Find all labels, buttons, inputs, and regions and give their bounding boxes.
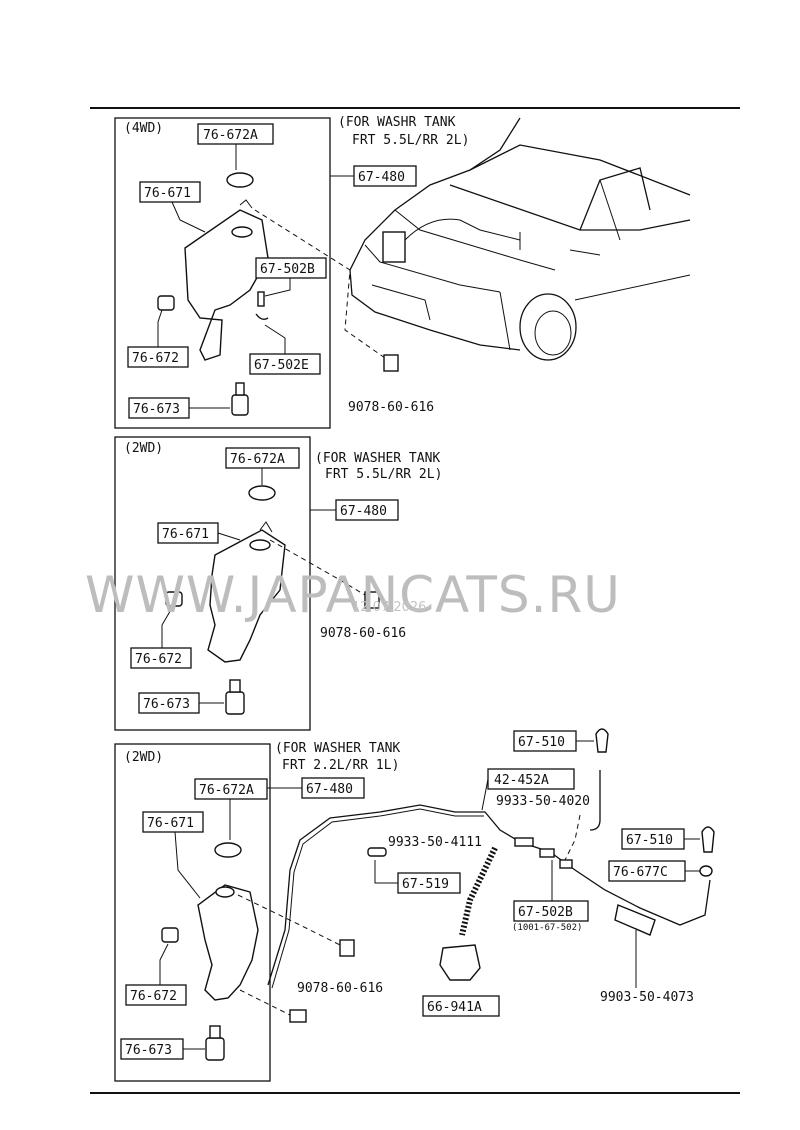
part-number-joint: 42-452A — [494, 773, 549, 788]
part-number-tank: 76-671 — [162, 527, 209, 542]
sensor-part — [157, 295, 175, 311]
part-number-hose-b: 67-502B — [260, 262, 315, 277]
washer-tank-2wd-a — [207, 529, 286, 663]
pump-motor-part — [225, 691, 245, 715]
part-number-motor: 76-673 — [125, 1043, 172, 1058]
nozzle-right-part — [701, 826, 715, 853]
check-valve-part — [699, 865, 713, 877]
part-number-sensor: 76-672 — [130, 989, 177, 1004]
bolt-part — [339, 939, 355, 957]
part-number-sensor: 76-672 — [135, 652, 182, 667]
part-number-hose-e: 67-502E — [254, 358, 309, 373]
tank-in-vehicle — [382, 231, 406, 263]
part-number-sensor: 76-672 — [132, 351, 179, 366]
nozzle-top-part — [595, 728, 609, 753]
washer-tank-4wd — [184, 209, 269, 361]
note-line-2: FRT 2.2L/RR 1L) — [282, 758, 399, 773]
note-line-1: (FOR WASHER TANK — [275, 741, 400, 756]
washer-tank-2wd-b — [197, 884, 259, 1001]
variant-label: (2WD) — [124, 441, 163, 456]
part-number-hose-502b: 67-502B — [518, 905, 573, 920]
part-number-clip-519: 67-519 — [402, 877, 449, 892]
part-number-nozzle-right: 67-510 — [626, 833, 673, 848]
part-note-hose-502b: (1001-67-502) — [512, 923, 582, 933]
note-line-2: FRT 5.5L/RR 2L) — [352, 133, 469, 148]
part-number-bolt: 9078-60-616 — [320, 626, 406, 641]
section-2wd-b: (2WD) (FOR WASHER TANK FRT 2.2L/RR 1L) 7… — [114, 741, 400, 1082]
watermark: WWW.JAPANCATS.RU — [85, 566, 621, 624]
part-number-tank: 76-671 — [144, 186, 191, 201]
variant-label: (4WD) — [124, 121, 163, 136]
section-2wd-b-frame — [114, 743, 271, 1082]
clip-941-part — [439, 944, 481, 981]
part-number-cap: 76-672A — [203, 128, 258, 143]
part-label-sensor[interactable] — [130, 647, 192, 669]
note-line-1: (FOR WASHER TANK — [315, 451, 440, 466]
part-number-hose-middle: 9933-50-4111 — [388, 835, 482, 850]
sensor-part — [165, 591, 183, 607]
washer-hose — [267, 804, 711, 986]
note-line-1: (FOR WASHR TANK — [338, 115, 456, 130]
part-number-assembly: 67-480 — [340, 504, 387, 519]
section-4wd: (4WD) (FOR WASHR TANK FRT 5.5L/RR 2L) 76… — [114, 115, 469, 429]
part-label-tank[interactable] — [142, 811, 204, 833]
cap-part — [248, 485, 276, 501]
sub-watermark: 12.07.2026 — [352, 600, 426, 615]
part-number-cap: 76-672A — [230, 452, 285, 467]
part-number-motor: 76-673 — [133, 402, 180, 417]
sensor-part — [161, 927, 179, 943]
part-number-hose-lower: 9903-50-4073 — [600, 990, 694, 1005]
section-2wd-a-frame — [114, 436, 311, 731]
pump-motor-part — [205, 1037, 225, 1061]
hose-routing: 67-510 42-452A 9933-50-4020 9933-50-4111… — [267, 728, 715, 1017]
part-number-motor: 76-673 — [143, 697, 190, 712]
bolt-part — [364, 591, 380, 609]
part-number-cap: 76-672A — [199, 783, 254, 798]
section-4wd-frame — [114, 117, 331, 429]
variant-label: (2WD) — [124, 750, 163, 765]
part-number-bolt: 9078-60-616 — [297, 981, 383, 996]
note-line-2: FRT 5.5L/RR 2L) — [325, 467, 442, 482]
part-number-assembly: 67-480 — [358, 170, 405, 185]
cap-part — [226, 172, 254, 188]
part-number-bolt: 9078-60-616 — [348, 400, 434, 415]
part-number-nozzle-top: 67-510 — [518, 735, 565, 750]
part-number-check-valve: 76-677C — [613, 865, 668, 880]
part-label-sensor[interactable] — [125, 984, 187, 1006]
part-label-hose-b[interactable] — [255, 257, 327, 279]
pump-motor-part — [231, 394, 249, 416]
part-number-assembly: 67-480 — [306, 782, 353, 797]
part-number-tank: 76-671 — [147, 816, 194, 831]
part-label-clip-941[interactable] — [422, 995, 500, 1017]
part-label-tank[interactable] — [139, 181, 201, 203]
part-number-hose-upper: 9933-50-4020 — [496, 794, 590, 809]
part-number-clip-941: 66-941A — [427, 1000, 482, 1015]
part-label-hose-502b[interactable] — [513, 900, 589, 922]
part-label-cap[interactable] — [194, 778, 268, 800]
section-2wd-a: (2WD) (FOR WASHER TANK FRT 5.5L/RR 2L) 7… — [114, 436, 442, 731]
bolt-part — [383, 354, 399, 372]
vehicle-illustration — [349, 117, 691, 361]
cap-part — [214, 842, 242, 858]
